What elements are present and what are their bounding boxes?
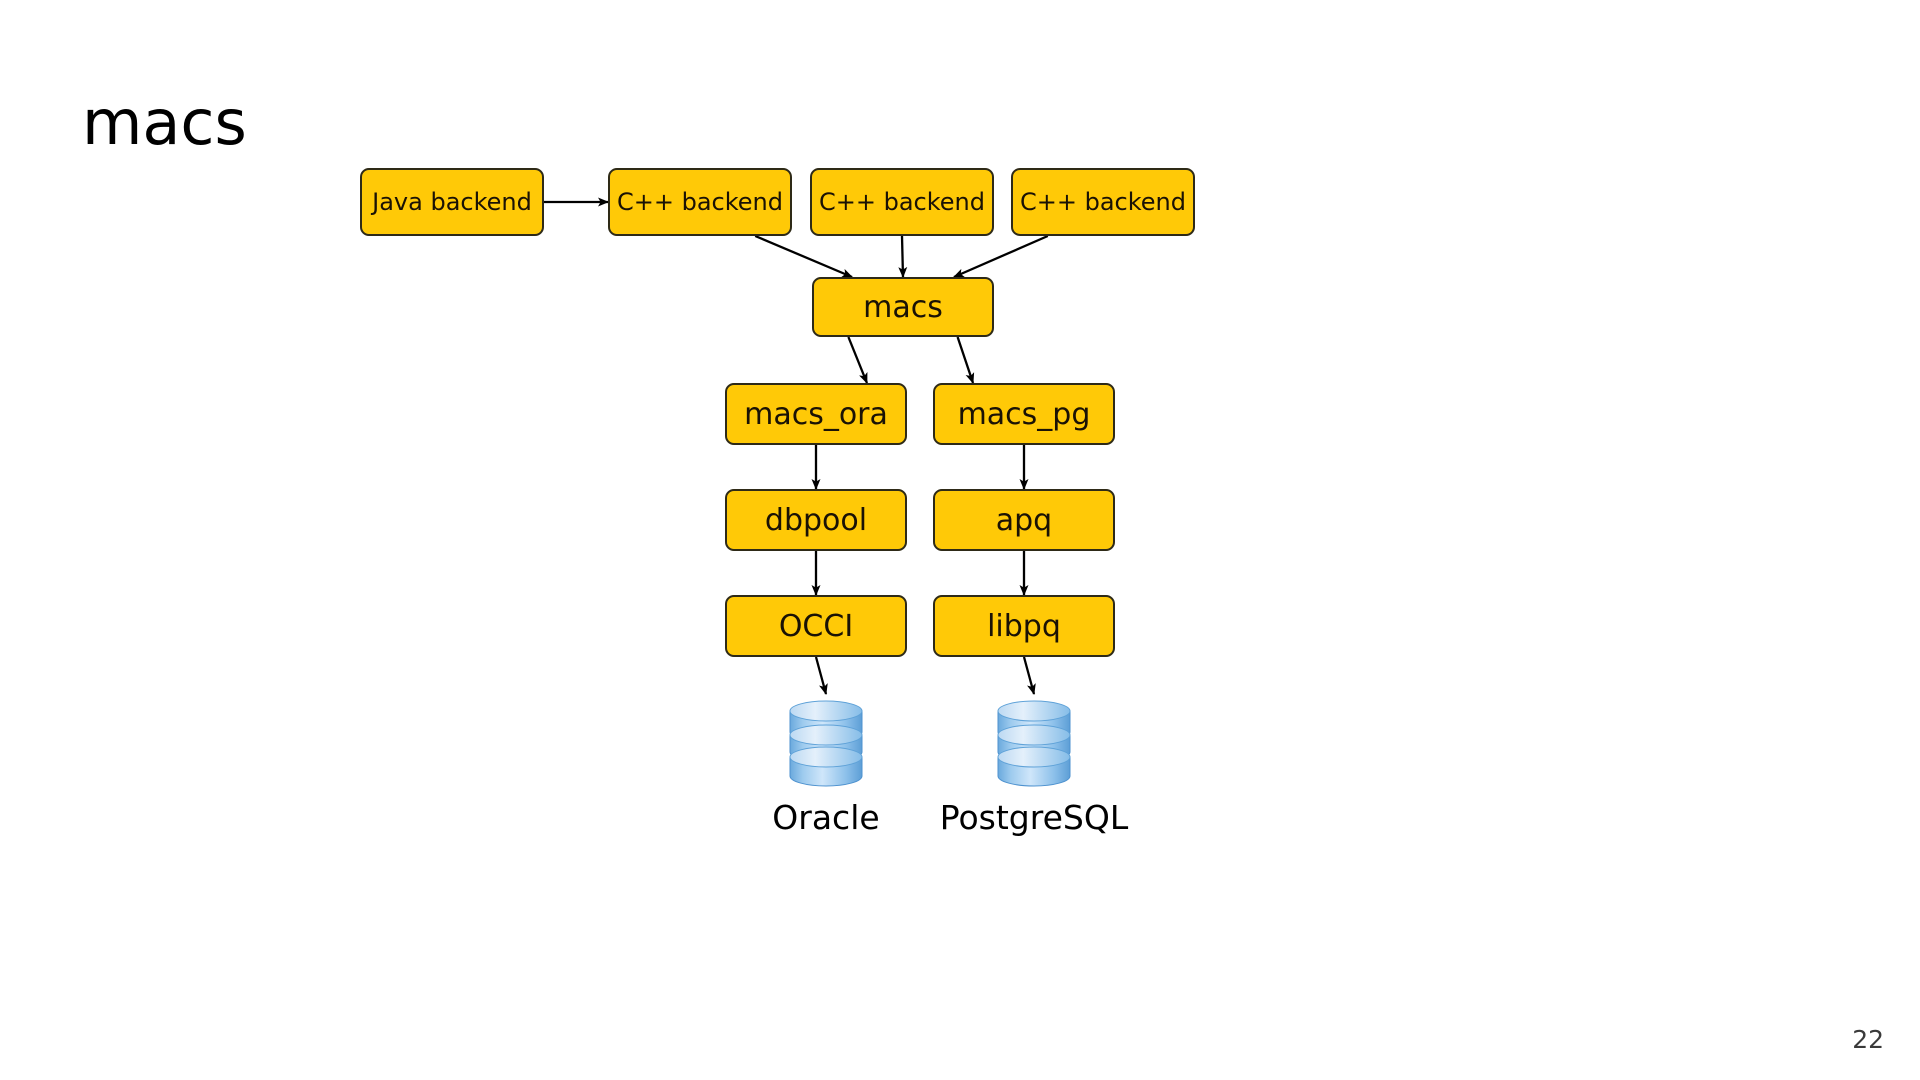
page-title: macs (82, 86, 247, 159)
database-cylinder-icon (997, 700, 1071, 787)
edge-macs-to-pg (956, 336, 975, 384)
node-cpp-backend-1[interactable]: C++ backend (608, 168, 792, 236)
node-cpp-backend-3[interactable]: C++ backend (1011, 168, 1195, 236)
node-cpp-backend-2[interactable]: C++ backend (810, 168, 994, 236)
node-label: macs_ora (744, 396, 888, 432)
edge-cpp2-to-macs (898, 235, 908, 278)
edge-occi-to-oracle (814, 656, 828, 695)
edge-macs-to-ora (847, 336, 869, 384)
node-label: OCCI (778, 608, 854, 644)
node-macs-pg[interactable]: macs_pg (933, 383, 1115, 445)
database-cylinder-icon (789, 700, 863, 787)
edge-cpp1-to-macs (754, 234, 853, 279)
node-macs-ora[interactable]: macs_ora (725, 383, 907, 445)
node-label: macs (863, 289, 943, 325)
node-java-backend[interactable]: Java backend (360, 168, 544, 236)
node-label: C++ backend (819, 188, 985, 216)
edge-cpp3-to-macs (953, 234, 1049, 279)
node-label: apq (995, 502, 1053, 538)
page-number: 22 (1852, 1025, 1884, 1054)
node-label: macs_pg (957, 396, 1091, 432)
node-libpq[interactable]: libpq (933, 595, 1115, 657)
node-label: dbpool (764, 502, 868, 538)
node-label: C++ backend (617, 188, 783, 216)
node-apq[interactable]: apq (933, 489, 1115, 551)
node-label: Java backend (372, 188, 532, 216)
edge-libpq-to-pgsql (1022, 656, 1036, 695)
node-occi[interactable]: OCCI (725, 595, 907, 657)
node-label: C++ backend (1020, 188, 1186, 216)
node-label: libpq (987, 608, 1061, 644)
node-dbpool[interactable]: dbpool (725, 489, 907, 551)
node-macs[interactable]: macs (812, 277, 994, 337)
db-label-oracle-db: Oracle (772, 798, 880, 837)
db-label-postgresql-db: PostgreSQL (939, 798, 1129, 837)
